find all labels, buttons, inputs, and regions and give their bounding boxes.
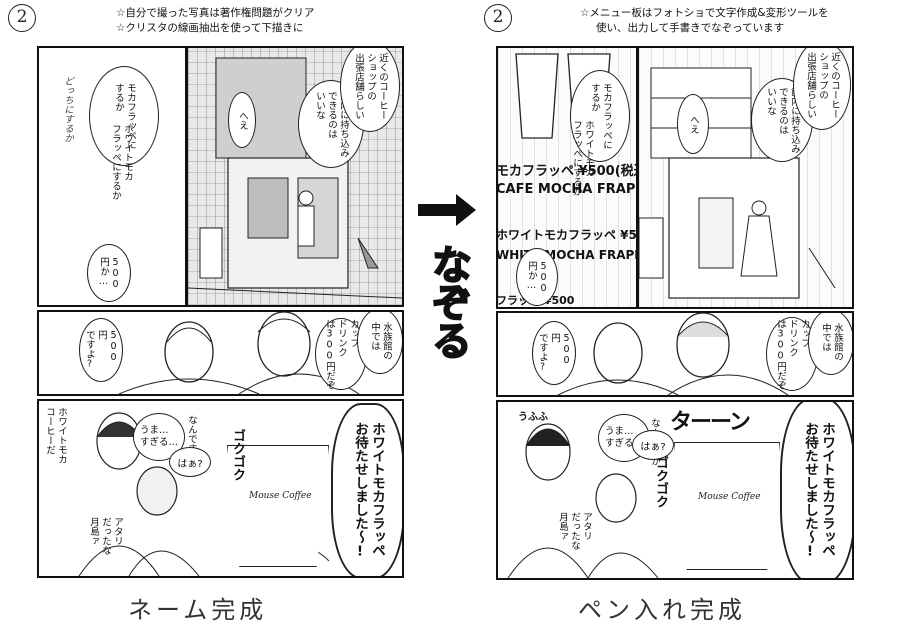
right-panel-1a-menu: モカフラッペ ¥500(税込)¥540 CAFE MOCHA FRAPPE ホワ…: [496, 46, 638, 309]
right-page-number: 2: [484, 4, 512, 32]
right-cup-brand: Mouse Coffee: [698, 492, 761, 502]
right-bubble-500: 500 円か…: [516, 248, 558, 306]
right-bubble-he: へえ: [677, 94, 709, 154]
right-panel-2: 500 円 ですよ? カップ ドリンク は300円だぞ 水族館の 中では: [496, 311, 854, 397]
right-sfx-fufu: うふふ: [518, 412, 548, 423]
right-panel-1b-photo-scene: へえ 館内に持ち込み できるのは いいな 近くのコーヒー ショップの 出張店舗ら…: [637, 46, 854, 309]
right-caption: ペン入れ完成: [578, 596, 746, 624]
left-cup-brand: Mouse Coffee: [249, 491, 312, 501]
left-handwritten-note: どっちにするか: [62, 76, 73, 143]
center-stamp-nazoru: なぞる: [424, 243, 472, 359]
left-bubble-nani: なんですか: [186, 415, 197, 463]
right-bubble-haa: はぁ?: [632, 430, 674, 460]
right-two-men-sketch: [557, 313, 789, 395]
right-menu-line-4: WHITE MOCHA FRAPPE: [496, 248, 638, 262]
left-bubble-he: へえ: [228, 92, 256, 148]
right-menu-line-1: モカフラッペ ¥500(税込)¥540: [496, 164, 636, 179]
right-bubble-coffee: 近くのコーヒー ショップの 出張店舗らしい: [793, 48, 851, 130]
left-bubble-white: ホワイトモカ フラッペにするか: [110, 124, 133, 200]
right-shout-bubble: ホワイトモカフラッペ お待たせしました〜!: [780, 402, 852, 578]
left-panel-1a: モカフラッペに するか ホワイトモカ フラッペにするか どっちにするか 500 …: [37, 46, 187, 307]
right-menu-line-2: CAFE MOCHA FRAPPE: [496, 182, 636, 197]
right-bubble-aquarium: 水族館の 中では: [808, 313, 852, 375]
right-bubble-bring: 館内に持ち込み できるのは いいな: [751, 78, 813, 162]
left-bubble-coffee: 近くのコーヒー ショップの 出張店舗らしい: [340, 48, 400, 132]
left-panel3-sketch: [78, 412, 330, 576]
right-note-1: ☆メニュー板はフォトショで文字作成&変形ツールを: [580, 7, 829, 19]
right-panel-3: Mouse Coffee ターーン うふふ うま… すぎる… なんですか はぁ?…: [496, 400, 854, 580]
left-shout-bubble: ホワイトモカフラッペ お待たせしました〜!: [331, 403, 402, 576]
right-bubble-500q: 500 円 ですよ?: [532, 321, 576, 385]
left-side-white: ホワイトモカ コーヒーだ: [44, 407, 67, 464]
right-coffee-cup: [674, 442, 780, 570]
left-sfx-goku: ゴクゴク: [230, 429, 245, 481]
left-caption: ネーム完成: [128, 596, 268, 624]
right-panel3-sketch: [507, 423, 749, 578]
left-bubble-500q: 500 円 ですよ?: [79, 318, 123, 382]
left-bubble-atari: アタリ だったな 月島ァ: [88, 517, 123, 555]
right-bubble-white: ホワイトモカ フラッペにするか: [571, 120, 594, 196]
left-bubble-500: 500 円か…: [87, 244, 131, 302]
left-two-men-sketch: [118, 312, 360, 394]
right-sfx-goku: ゴクゴク: [653, 456, 668, 508]
right-bubble-mocha: モカフラッペに するか: [570, 70, 630, 162]
left-note-2: ☆クリスタの線画抽出を使って下描きに: [116, 22, 304, 34]
right-arrow-icon: [418, 194, 476, 226]
left-coffee-cup: [227, 445, 329, 567]
left-note-1: ☆自分で撮った写真は著作権問題がクリア: [116, 7, 315, 19]
left-panel-2: 500 円 ですよ? カップ ドリンク は300円だぞ 水族館の 中では: [37, 310, 404, 396]
right-menu-line-3: ホワイトモカフラッペ ¥500(税込): [496, 228, 637, 242]
left-bubble-haa: はぁ?: [169, 447, 211, 477]
right-note-2: 使い、出力して手書きでなぞっています: [596, 22, 785, 34]
right-bubble-atari: アタリ だったな 月島ァ: [557, 512, 592, 550]
right-sfx-top: ターーン: [670, 410, 751, 435]
left-page-number: 2: [8, 4, 36, 32]
left-panel-3: Mouse Coffee ホワイトモカ コーヒーだ うま… すぎる… なんですか…: [37, 399, 404, 578]
left-panel-1b-photo-scene: へえ 館内に持ち込み できるのは いいな 近くのコーヒー ショップの 出張店舗ら…: [186, 46, 404, 307]
left-bubble-aquarium: 水族館の 中では: [357, 312, 402, 374]
left-bubble-mocha: モカフラッペに するか: [89, 66, 159, 166]
